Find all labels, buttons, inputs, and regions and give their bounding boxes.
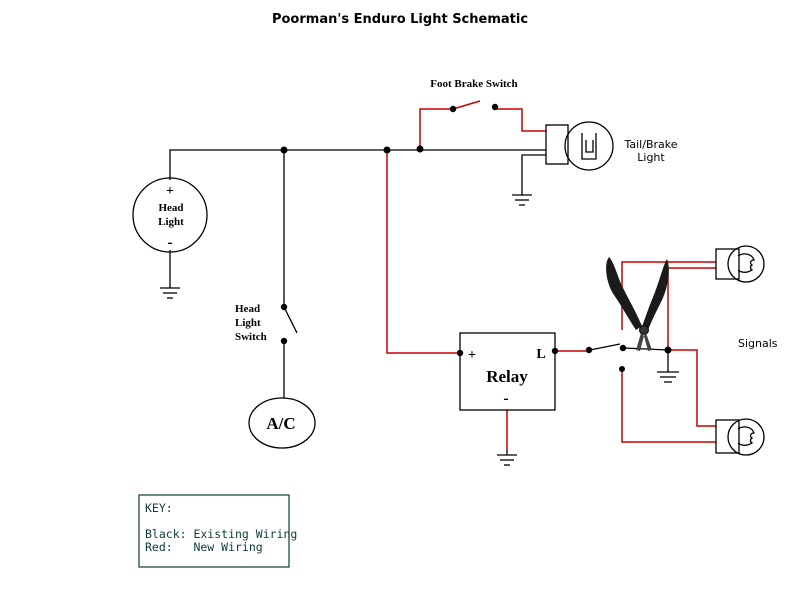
pliers-icon <box>606 257 669 351</box>
ac-label: A/C <box>266 414 295 433</box>
signals-label: Signals <box>738 337 778 350</box>
existing-wiring <box>169 149 669 412</box>
key-red-entry: Red: New Wiring <box>145 540 263 554</box>
ground-symbol-signals <box>657 371 679 383</box>
key-black-entry: Black: Existing Wiring <box>145 527 297 541</box>
ground-symbol-tail <box>512 194 532 206</box>
tail-brake-label-line2: Light <box>637 151 665 164</box>
headlight-label-line2: Light <box>158 216 184 228</box>
headlight: + Head Light - <box>132 177 208 253</box>
ac-source: A/C <box>248 397 316 449</box>
foot-brake-switch-label: Foot Brake Switch <box>430 78 517 90</box>
legend-key: KEY: Black: Existing Wiring Red: New Wir… <box>138 494 297 568</box>
relay-plus: + <box>468 348 476 363</box>
relay-minus: - <box>503 390 508 407</box>
junction-dots <box>280 103 672 372</box>
relay-l-terminal: L <box>536 347 545 362</box>
headlight-minus: - <box>167 234 172 251</box>
ground-symbol-headlight <box>160 287 180 299</box>
relay: + L Relay - <box>459 332 556 411</box>
tail-brake-label-line1: Tail/Brake <box>623 138 677 151</box>
headlight-switch-line1: Head <box>235 303 260 315</box>
headlight-switch-line2: Light <box>235 317 261 329</box>
headlight-label-line1: Head <box>158 202 183 214</box>
signal-light-bottom <box>715 418 765 456</box>
tail-brake-light: Tail/Brake Light <box>545 121 678 171</box>
key-heading: KEY: <box>145 501 173 515</box>
headlight-switch-label: Head Light Switch <box>235 303 267 343</box>
signal-light-top <box>715 245 765 283</box>
ground-symbol-relay <box>497 450 517 466</box>
diagram-title: Poorman's Enduro Light Schematic <box>272 12 528 27</box>
headlight-switch-line3: Switch <box>235 331 267 343</box>
relay-label: Relay <box>486 367 528 386</box>
headlight-plus: + <box>166 184 174 199</box>
